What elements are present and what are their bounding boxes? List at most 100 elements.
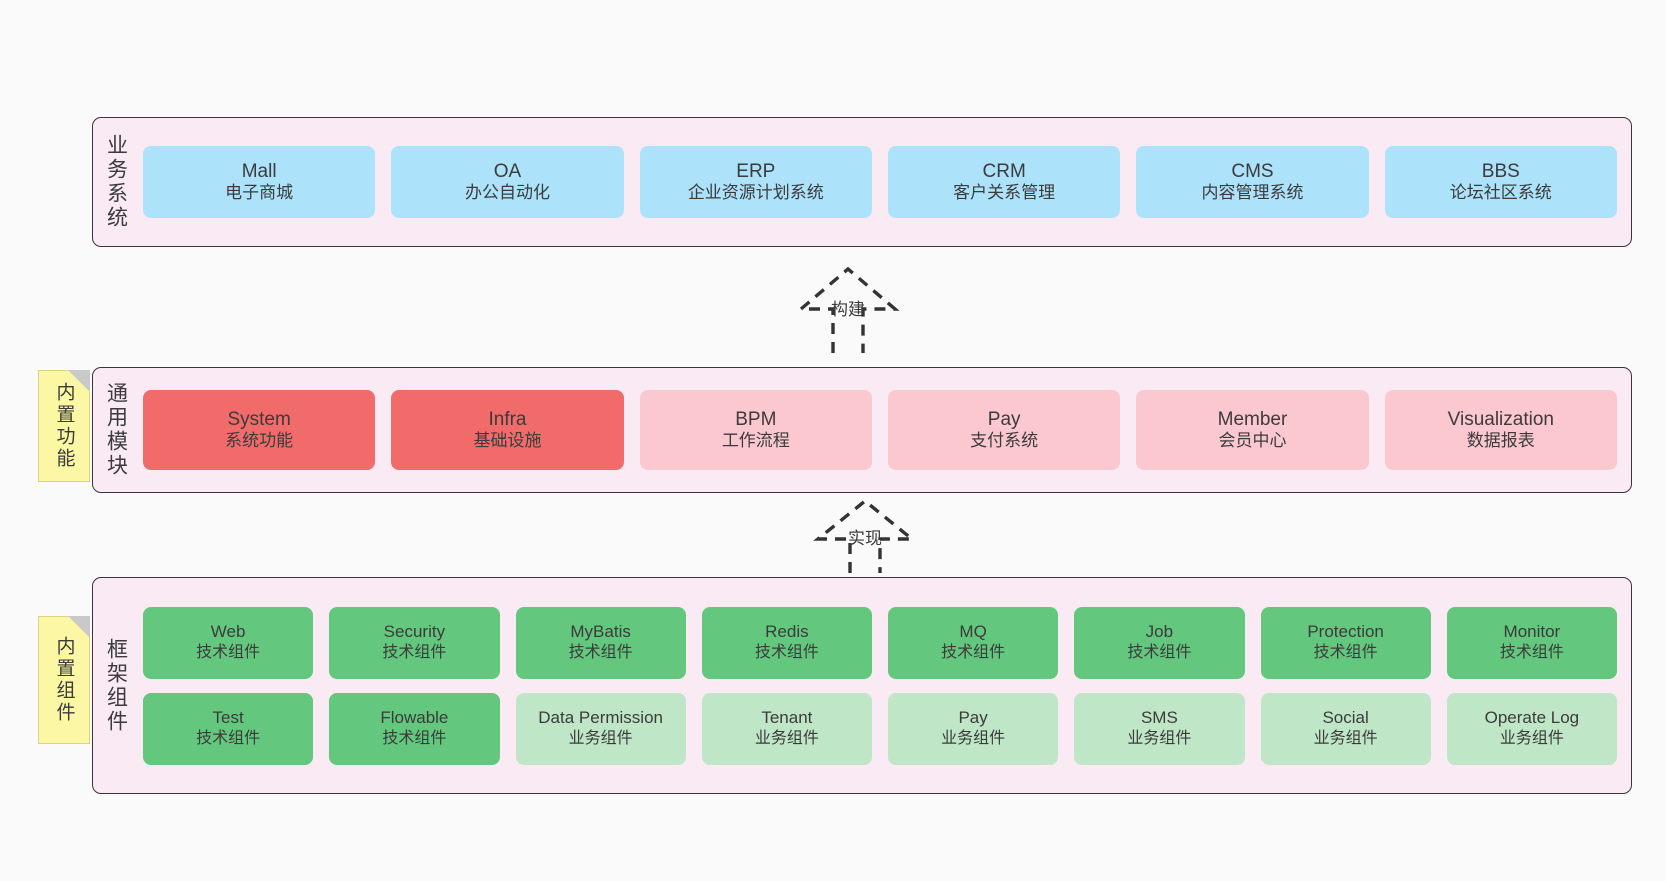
card-member-cn: 会员中心 — [1218, 431, 1287, 451]
framework-row-tech: Web 技术组件 Security 技术组件 MyBatis 技术组件 Redi… — [143, 606, 1617, 679]
card-oa[interactable]: OA 办公自动化 — [391, 146, 624, 218]
card-infra-cn: 基础设施 — [473, 431, 542, 451]
card-infra[interactable]: Infra 基础设施 — [391, 390, 624, 470]
card-monitor[interactable]: Monitor 技术组件 — [1446, 606, 1617, 679]
layer-business-system: 业务系统 Mall 电子商城 OA 办公自动化 ERP 企业资源计划系统 CRM… — [92, 117, 1632, 247]
card-visualization[interactable]: Visualization 数据报表 — [1384, 390, 1617, 470]
arrow-build-icon — [796, 266, 900, 353]
layer-common-modules: 通用模块 System 系统功能 Infra 基础设施 BPM 工作流程 Pay… — [92, 367, 1632, 493]
card-mybatis[interactable]: MyBatis 技术组件 — [515, 606, 686, 679]
card-flowable[interactable]: Flowable 技术组件 — [329, 692, 500, 765]
card-data-permission[interactable]: Data Permission 业务组件 — [515, 692, 686, 765]
card-pay-component-en: Pay — [958, 708, 988, 728]
card-bpm[interactable]: BPM 工作流程 — [639, 390, 872, 470]
card-operate-log-en: Operate Log — [1484, 708, 1580, 728]
card-protection-en: Protection — [1307, 622, 1384, 642]
card-tenant-en: Tenant — [761, 708, 813, 728]
card-job-en: Job — [1145, 622, 1174, 642]
card-job[interactable]: Job 技术组件 — [1074, 606, 1245, 679]
layer-framework-components-body: Web 技术组件 Security 技术组件 MyBatis 技术组件 Redi… — [139, 578, 1631, 793]
card-pay-module[interactable]: Pay 支付系统 — [887, 390, 1121, 470]
note-builtin-features-label: 内置功能 — [53, 382, 75, 470]
note-builtin-features: 内置功能 — [38, 370, 90, 482]
card-mall-cn: 电子商城 — [225, 183, 294, 203]
card-oa-cn: 办公自动化 — [464, 183, 550, 203]
card-pay-module-en: Pay — [987, 409, 1021, 431]
layer-business-system-body: Mall 电子商城 OA 办公自动化 ERP 企业资源计划系统 CRM 客户关系… — [139, 118, 1631, 246]
card-mall[interactable]: Mall 电子商城 — [143, 146, 376, 218]
layer-framework-components-title: 框架组件 — [104, 637, 128, 734]
card-member[interactable]: Member 会员中心 — [1136, 390, 1369, 470]
card-mq-cn: 技术组件 — [941, 644, 1006, 662]
card-monitor-en: Monitor — [1503, 622, 1561, 642]
card-member-en: Member — [1217, 409, 1288, 431]
card-mq-en: MQ — [959, 622, 987, 642]
card-security[interactable]: Security 技术组件 — [329, 606, 500, 679]
card-operate-log[interactable]: Operate Log 业务组件 — [1446, 692, 1617, 765]
card-web-en: Web — [210, 622, 246, 642]
layer-common-modules-title: 通用模块 — [104, 382, 128, 478]
card-security-en: Security — [383, 622, 446, 642]
layer-framework-components: 框架组件 Web 技术组件 Security 技术组件 MyBatis 技术组件… — [92, 577, 1632, 794]
card-bbs[interactable]: BBS 论坛社区系统 — [1384, 146, 1617, 218]
card-flowable-cn: 技术组件 — [382, 730, 447, 748]
card-visualization-cn: 数据报表 — [1466, 431, 1535, 451]
card-sms[interactable]: SMS 业务组件 — [1074, 692, 1245, 765]
card-test-en: Test — [212, 708, 244, 728]
card-bbs-en: BBS — [1481, 161, 1520, 183]
card-web-cn: 技术组件 — [196, 644, 261, 662]
card-bbs-cn: 论坛社区系统 — [1449, 183, 1552, 203]
arrow-implement: 实现 — [812, 497, 918, 575]
card-test-cn: 技术组件 — [196, 730, 261, 748]
card-social-en: Social — [1322, 708, 1369, 728]
card-bpm-en: BPM — [735, 409, 777, 431]
card-redis[interactable]: Redis 技术组件 — [701, 606, 872, 679]
card-redis-en: Redis — [765, 622, 809, 642]
layer-common-modules-body: System 系统功能 Infra 基础设施 BPM 工作流程 Pay 支付系统… — [139, 368, 1631, 492]
card-system[interactable]: System 系统功能 — [143, 390, 376, 470]
card-job-cn: 技术组件 — [1127, 644, 1192, 662]
card-mybatis-cn: 技术组件 — [568, 644, 633, 662]
card-crm-en: CRM — [982, 161, 1026, 183]
card-cms-en: CMS — [1231, 161, 1274, 183]
card-sms-cn: 业务组件 — [1127, 730, 1192, 748]
card-tenant[interactable]: Tenant 业务组件 — [701, 692, 872, 765]
card-monitor-cn: 技术组件 — [1499, 644, 1564, 662]
note-builtin-components: 内置组件 — [38, 616, 90, 744]
card-data-permission-en: Data Permission — [538, 708, 663, 728]
card-social-cn: 业务组件 — [1313, 730, 1378, 748]
card-infra-en: Infra — [488, 409, 527, 431]
card-operate-log-cn: 业务组件 — [1499, 730, 1564, 748]
card-pay-component-cn: 业务组件 — [941, 730, 1006, 748]
card-system-cn: 系统功能 — [225, 431, 294, 451]
card-sms-en: SMS — [1140, 708, 1178, 728]
card-protection-cn: 技术组件 — [1313, 644, 1378, 662]
card-data-permission-cn: 业务组件 — [568, 730, 633, 748]
card-security-cn: 技术组件 — [382, 644, 447, 662]
card-oa-en: OA — [493, 161, 522, 183]
card-cms[interactable]: CMS 内容管理系统 — [1136, 146, 1369, 218]
card-crm[interactable]: CRM 客户关系管理 — [887, 146, 1121, 218]
card-mq[interactable]: MQ 技术组件 — [888, 606, 1059, 679]
card-pay-component[interactable]: Pay 业务组件 — [888, 692, 1059, 765]
card-social[interactable]: Social 业务组件 — [1260, 692, 1431, 765]
card-erp-cn: 企业资源计划系统 — [687, 183, 824, 203]
card-protection[interactable]: Protection 技术组件 — [1260, 606, 1431, 679]
note-builtin-components-label: 内置组件 — [53, 636, 75, 724]
card-test[interactable]: Test 技术组件 — [143, 692, 314, 765]
card-redis-cn: 技术组件 — [754, 644, 819, 662]
arrow-build: 构建 — [795, 265, 901, 355]
card-visualization-en: Visualization — [1447, 409, 1554, 431]
card-tenant-cn: 业务组件 — [754, 730, 819, 748]
card-mybatis-en: MyBatis — [570, 622, 631, 642]
card-flowable-en: Flowable — [380, 708, 449, 728]
framework-row-business: Test 技术组件 Flowable 技术组件 Data Permission … — [143, 692, 1617, 765]
card-erp-en: ERP — [736, 161, 776, 183]
card-web[interactable]: Web 技术组件 — [143, 606, 314, 679]
card-system-en: System — [227, 409, 291, 431]
card-mall-en: Mall — [241, 161, 277, 183]
card-crm-cn: 客户关系管理 — [953, 183, 1056, 203]
card-pay-module-cn: 支付系统 — [970, 431, 1039, 451]
arrow-implement-icon — [813, 498, 917, 573]
card-erp[interactable]: ERP 企业资源计划系统 — [639, 146, 872, 218]
